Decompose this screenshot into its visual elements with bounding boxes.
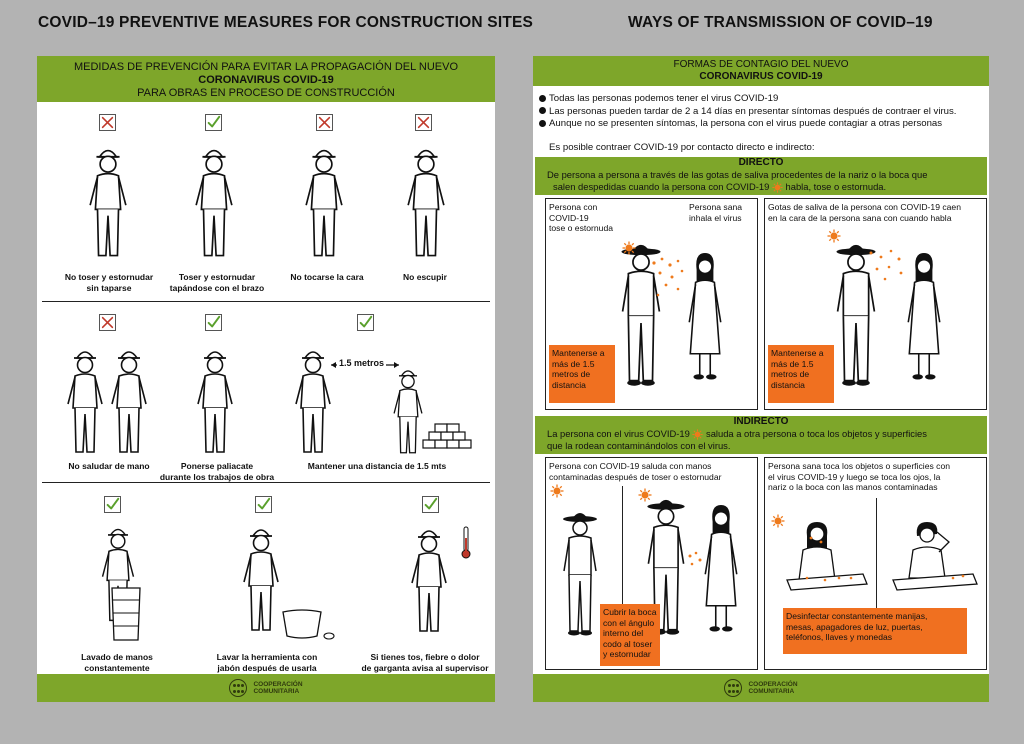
thermometer-icon (461, 526, 471, 559)
cooperacion-logo-icon (229, 679, 248, 697)
panel-label-surfaces: Persona sana toca los objetos o superfic… (768, 461, 951, 492)
direct-text-line-1: De persona a persona a través de las got… (547, 169, 928, 180)
brick-pile-illustration (422, 423, 472, 449)
bullet-item: Todas las personas podemos tener el viru… (539, 93, 956, 106)
virus-icon (550, 484, 564, 498)
worker-spitting-illustration (405, 142, 447, 262)
panel-label-droplets: Gotas de saliva de la persona con COVID-… (768, 202, 961, 223)
bullet-list: Todas las personas podemos tener el viru… (539, 93, 956, 131)
direct-panel-talk: Gotas de saliva de la persona con COVID-… (764, 198, 987, 410)
caption-no-touch-face: No tocarse la cara (290, 272, 364, 282)
worker-coughing-illustration (87, 142, 129, 262)
header-line-1: FORMAS DE CONTAGIO DEL NUEVO (673, 59, 849, 70)
disinfect-advice-box: Desinfectar constantemente manijas, mesa… (783, 608, 967, 654)
worker-bandana-illustration (195, 346, 235, 456)
droplets-icon (869, 249, 903, 281)
distance-advice-box: Mantenerse a más de 1.5 metros de distan… (549, 345, 615, 403)
transmission-poster: FORMAS DE CONTAGIO DEL NUEVO CORONAVIRUS… (533, 56, 989, 702)
cooperacion-logo-icon (724, 679, 743, 697)
worker-sick-illustration (409, 524, 449, 636)
person-touching-face-illustration (892, 522, 978, 591)
virus-icon (772, 182, 783, 193)
bullet-item: Las personas pueden tardar de 2 a 14 día… (539, 106, 956, 119)
distance-label: 1.5 metros (337, 358, 387, 368)
worker-washing-tool-illustration (241, 524, 281, 634)
worker-handshake-left-illustration (65, 346, 105, 456)
droplets-icon (652, 257, 684, 297)
virus-icon (771, 514, 785, 528)
row-divider (42, 482, 490, 483)
virus-icon (692, 429, 703, 440)
worker-distance-illustration (293, 346, 333, 456)
worker-touching-face-illustration (303, 142, 345, 262)
bucket-illustration (282, 609, 335, 640)
panel-label-healthy-person: Persona sana inhala el virus (689, 202, 743, 223)
prevention-poster: MEDIDAS DE PREVENCIÓN PARA EVITAR LA PRO… (37, 56, 495, 702)
intro-text: Es posible contraer COVID-19 por contact… (549, 142, 815, 153)
header-line-1: MEDIDAS DE PREVENCIÓN PARA EVITAR LA PRO… (73, 61, 459, 73)
person-at-table-illustration (786, 522, 868, 591)
direct-text-line-2: salen despedidas cuando la persona con C… (553, 181, 887, 193)
right-page-heading: WAYS OF TRANSMISSION OF COVID–19 (628, 14, 933, 31)
distance-advice-box: Mantenerse a más de 1.5 metros de distan… (768, 345, 834, 403)
sick-man-coughing-illustration (560, 504, 600, 644)
transmission-poster-header: FORMAS DE CONTAGIO DEL NUEVO CORONAVIRUS… (533, 56, 989, 86)
header-line-2: CORONAVIRUS COVID-19 (699, 71, 823, 82)
header-line-3: PARA OBRAS EN PROCESO DE CONSTRUCCIÓN (137, 87, 395, 99)
cover-cough-advice-box: Cubrir la boca con el ángulo interno del… (600, 604, 660, 666)
cross-mark-icon (99, 114, 116, 131)
healthy-woman-illustration (684, 243, 726, 391)
check-mark-icon (255, 496, 272, 513)
virus-icon (827, 229, 841, 243)
water-barrel-illustration (111, 587, 141, 641)
check-mark-icon (422, 496, 439, 513)
caption-no-spit: No escupir (403, 272, 447, 282)
direct-section-header: DIRECTO De persona a persona a través de… (535, 157, 987, 195)
indirect-title: INDIRECTO (733, 416, 789, 427)
cross-mark-icon (415, 114, 432, 131)
panel-inner-divider (876, 498, 877, 608)
worker-covering-cough-illustration (193, 142, 235, 262)
check-mark-icon (104, 496, 121, 513)
caption-no-handshake: No saludar de mano (68, 461, 150, 471)
worker-handshake-right-illustration (109, 346, 149, 456)
direct-panel-cough: Persona con COVID-19 tose o estornuda Pe… (545, 198, 758, 410)
header-line-2: CORONAVIRUS COVID-19 (198, 74, 334, 86)
indirect-panel-surfaces: Persona sana toca los objetos o superfic… (764, 457, 987, 670)
healthy-woman-illustration (700, 498, 742, 640)
caption-distance: Mantener una distancia de 1.5 mts (307, 461, 447, 471)
check-mark-icon (205, 114, 222, 131)
bullet-item: Aunque no se presenten síntomas, la pers… (539, 118, 956, 131)
cross-mark-icon (99, 314, 116, 331)
prevention-poster-header: MEDIDAS DE PREVENCIÓN PARA EVITAR LA PRO… (37, 56, 495, 102)
contaminated-hand-icon (688, 551, 702, 566)
panel-label-sick-person: Persona con COVID-19 tose o estornuda (549, 202, 614, 233)
indirect-section-header: INDIRECTO La persona con el virus COVID-… (535, 416, 987, 454)
panel-label-handshake: Persona con COVID-19 saluda con manos co… (549, 461, 722, 482)
indirect-panel-handshake: Persona con COVID-19 saluda con manos co… (545, 457, 758, 670)
row-divider (42, 301, 490, 302)
check-mark-icon (357, 314, 374, 331)
left-page-heading: COVID–19 PREVENTIVE MEASURES FOR CONSTRU… (38, 14, 534, 31)
virus-icon (638, 488, 652, 502)
healthy-woman-illustration (903, 243, 945, 391)
direct-title: DIRECTO (738, 157, 784, 168)
indirect-text-line-1: La persona con el virus COVID-19 saluda … (547, 428, 927, 440)
cross-mark-icon (316, 114, 333, 131)
virus-icon (622, 241, 636, 255)
indirect-text-line-2: que la rodean contaminándolos con el vir… (547, 440, 731, 452)
check-mark-icon (205, 314, 222, 331)
panel-inner-divider (622, 486, 623, 666)
